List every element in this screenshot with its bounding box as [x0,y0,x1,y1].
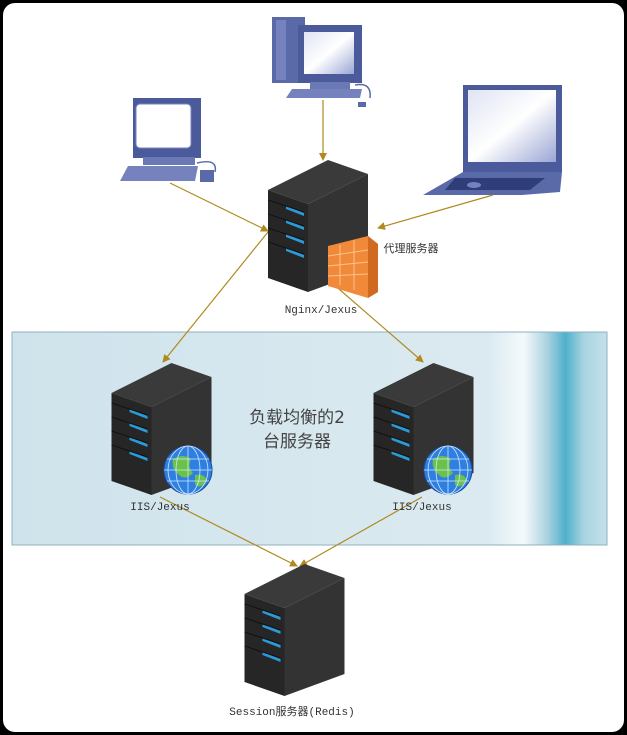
firewall-icon [327,236,378,298]
proxy-server-label: 代理服务器 [383,242,439,255]
cluster-title-line1: 负载均衡的2 [249,408,345,428]
iis-left-label: IIS/Jexus [130,502,190,514]
connection-arrows [159,100,494,567]
workstation-icon [120,98,217,182]
nginx-label: Nginx/Jexus [284,305,358,317]
laptop-icon [423,85,562,195]
cluster-title: 负载均衡的2 台服务器 [217,406,377,454]
arrow-nginx-to-iis-left [162,231,269,363]
arrow-iis-left-to-session [159,496,298,567]
globe-icon [423,445,473,495]
load-balance-cluster-panel [11,331,608,546]
iis-right-label: IIS/Jexus [392,502,452,514]
desktop-computer-icon [272,17,371,107]
globe-icon [163,445,213,495]
arrow-iis-right-to-session [299,496,423,567]
arrow-laptop-to-nginx [377,194,494,230]
arrow-nginx-to-iis-right [323,275,424,363]
session-server-label: Session服务器(Redis) [229,707,355,719]
arrow-workstation-to-nginx [169,182,269,232]
cluster-title-line2: 台服务器 [263,432,331,452]
